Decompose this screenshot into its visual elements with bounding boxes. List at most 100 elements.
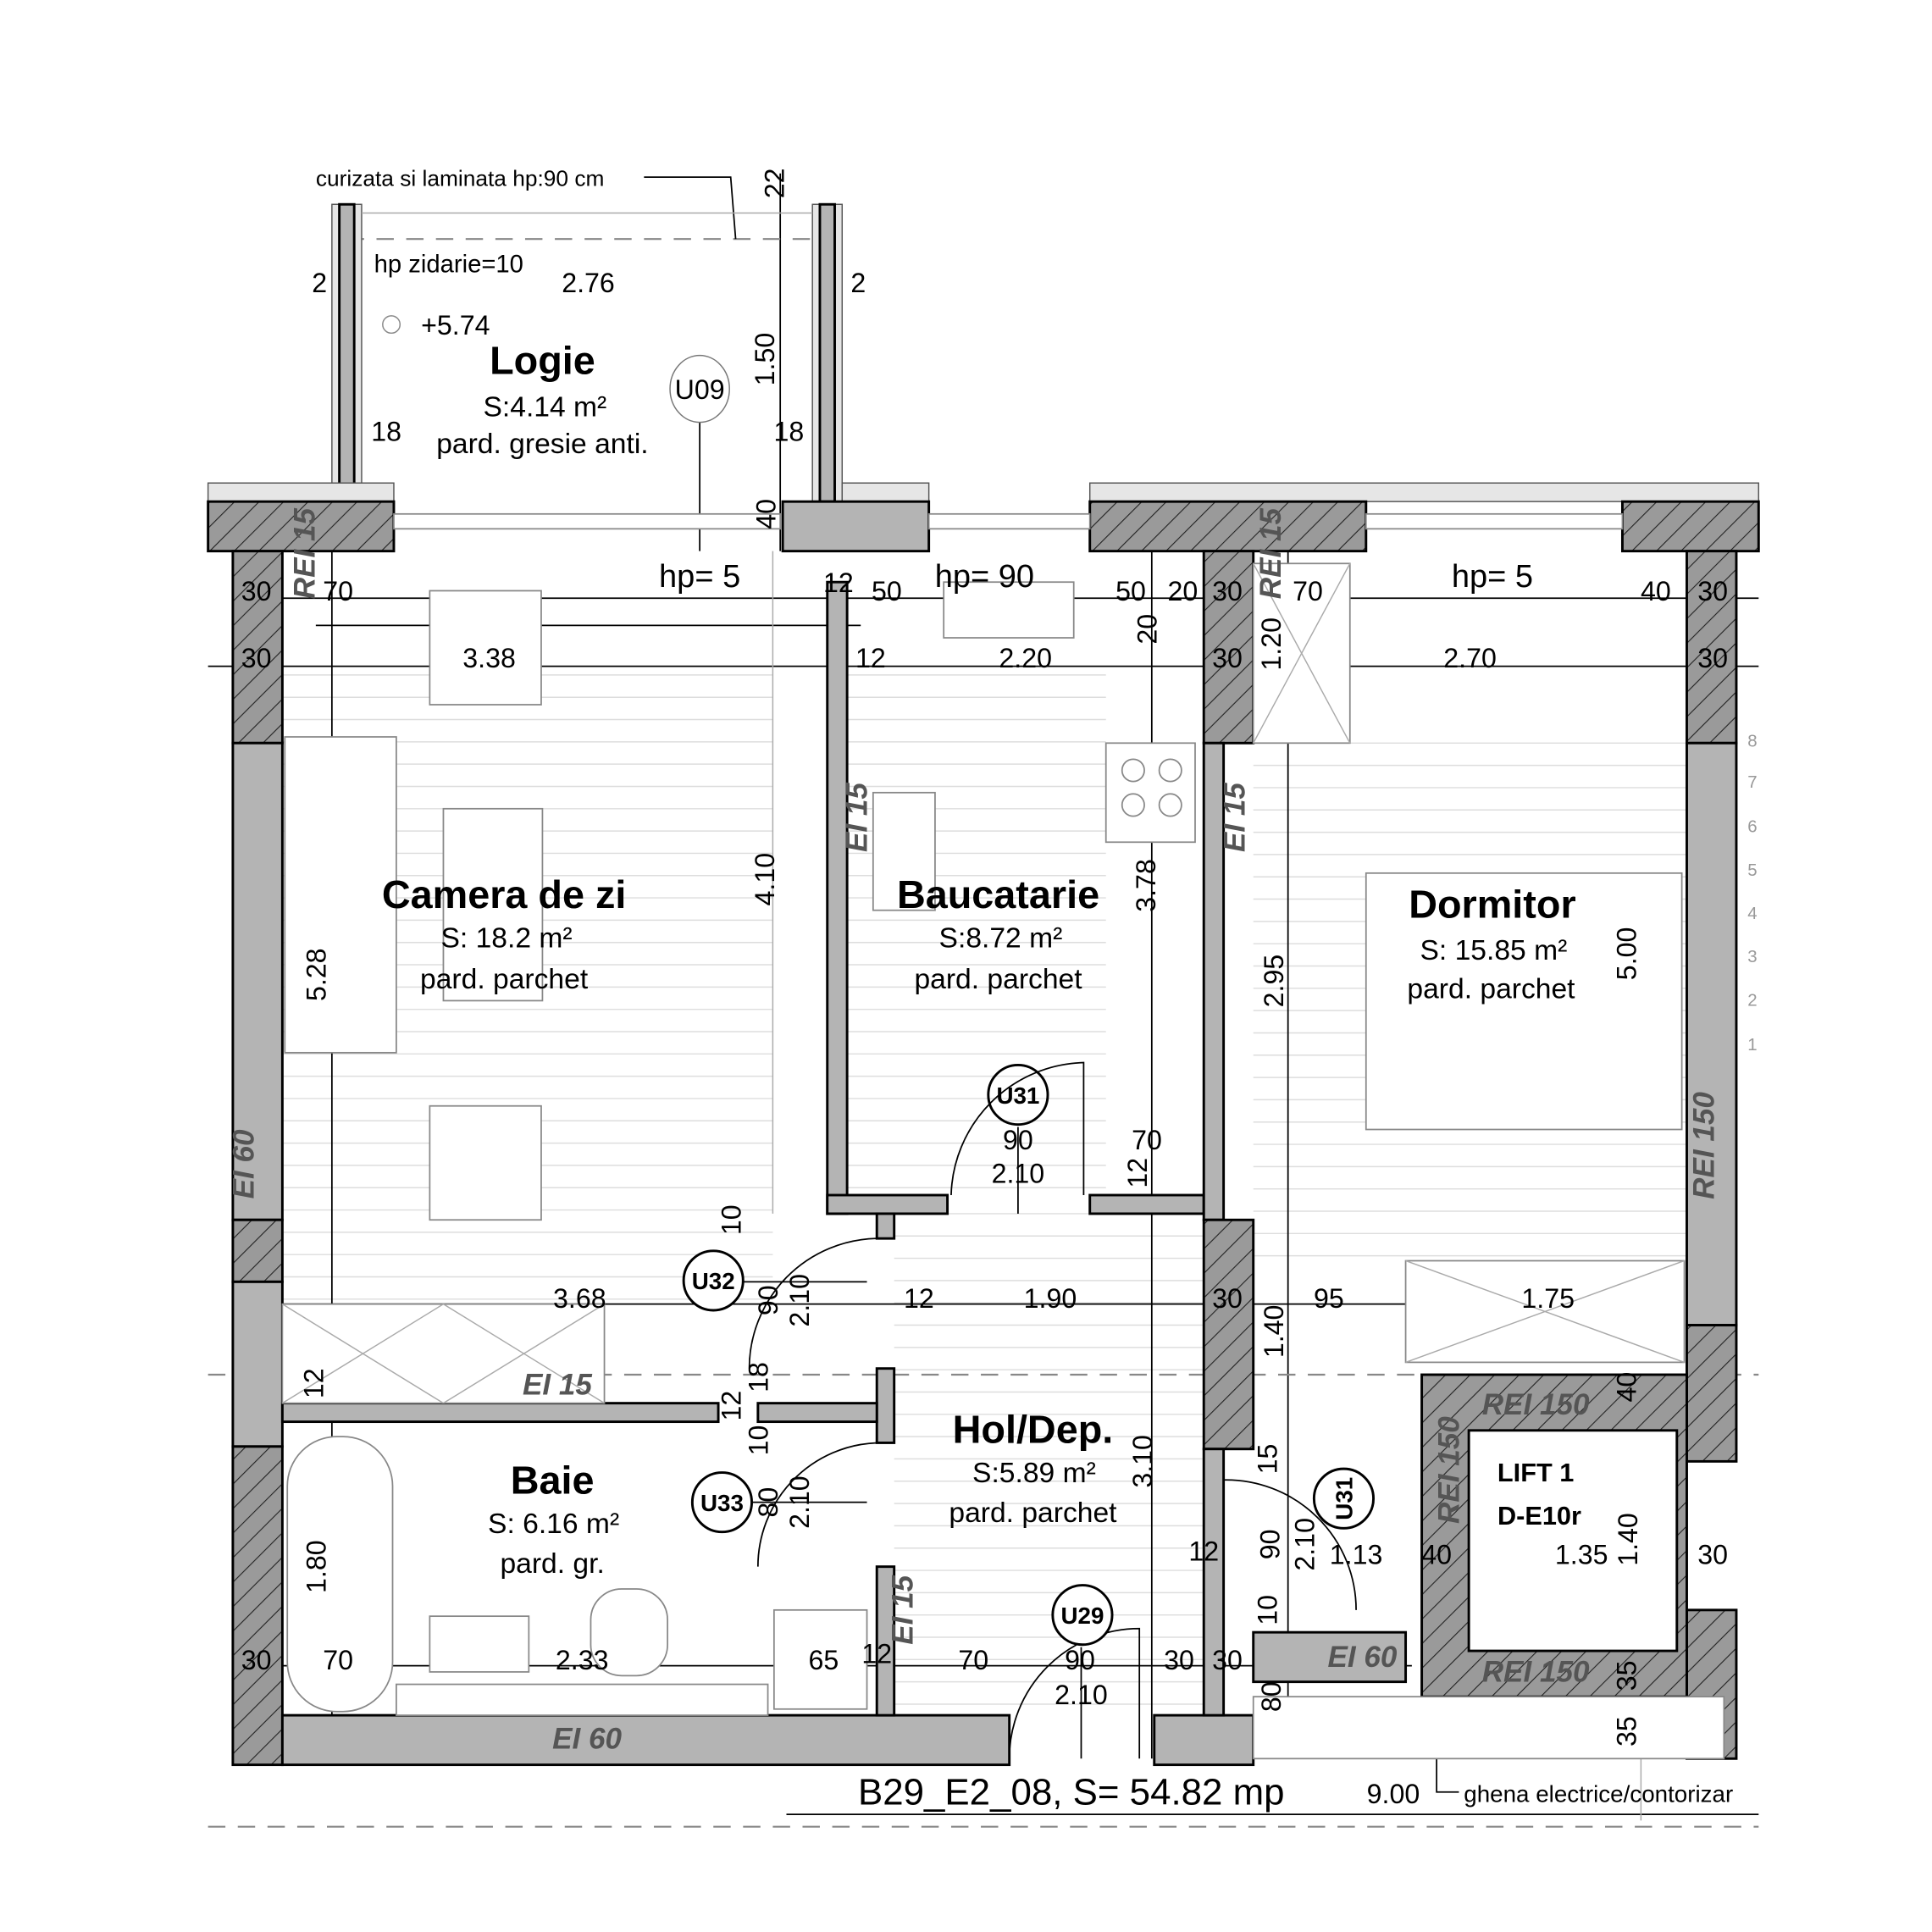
- dimension-label: 40: [1421, 1540, 1452, 1570]
- stair-step: 7: [1747, 772, 1757, 792]
- dimension-label: 2.10: [1289, 1518, 1320, 1571]
- fire-rating-label: EI 60: [228, 1129, 261, 1199]
- dimension-label: 5.28: [302, 948, 332, 1001]
- dimension-label: 1.13: [1330, 1540, 1383, 1570]
- door-tag: U32: [692, 1268, 735, 1294]
- fire-rating-label: EI 15: [1218, 783, 1251, 852]
- room-area: S:5.89 m²: [972, 1458, 1096, 1489]
- fire-rating-label: REI 15: [288, 507, 321, 599]
- dimension-label: 70: [323, 1645, 353, 1675]
- dimension-label: 5.00: [1612, 927, 1642, 981]
- dimension-label: 2: [850, 268, 866, 298]
- dimension-label: 30: [1164, 1645, 1194, 1675]
- dimension-label: 12: [904, 1283, 934, 1314]
- dimension-label: 10: [1253, 1595, 1283, 1625]
- dimension-label: 1.20: [1256, 617, 1287, 671]
- window-height: hp= 5: [659, 559, 740, 595]
- dimension-label: 1.35: [1555, 1540, 1608, 1570]
- dimension-label: 30: [241, 643, 272, 673]
- stair-step: 6: [1747, 817, 1757, 837]
- dimension-label: 40: [1641, 576, 1671, 606]
- dimension-label: 30: [1212, 1645, 1243, 1675]
- dimension-label: 3.38: [462, 643, 516, 673]
- dimension-label: 10: [716, 1204, 746, 1235]
- room-floor: pard. parchet: [1407, 974, 1575, 1005]
- total-length: 9.00: [1367, 1779, 1420, 1809]
- dimension-label: 18: [744, 1362, 774, 1392]
- dimension-label: 90: [753, 1285, 783, 1315]
- room-area: S: 6.16 m²: [488, 1509, 619, 1540]
- apartment-title: B29_E2_08, S= 54.82 mp: [858, 1771, 1285, 1813]
- fire-rating-label: REI 15: [1254, 507, 1287, 599]
- dimension-label: 20: [1132, 614, 1163, 645]
- room-area: S:4.14 m²: [483, 391, 606, 423]
- dimension-label: 2.95: [1259, 955, 1289, 1008]
- stair-step: 1: [1747, 1035, 1757, 1055]
- fire-rating-label: REI 150: [1482, 1388, 1590, 1421]
- fire-rating-label: REI 150: [1482, 1656, 1590, 1689]
- room-floor: pard. parchet: [420, 964, 589, 995]
- dimension-label: 30: [241, 1645, 272, 1675]
- door-tags: U09 U31 U32 U33 U31 U29: [669, 354, 1376, 1647]
- fire-rating-label: EI 15: [523, 1368, 592, 1401]
- stair-step: 8: [1747, 732, 1757, 751]
- fire-rating-label: REI 150: [1688, 1092, 1721, 1199]
- door-tag: U31: [996, 1082, 1039, 1109]
- room-floor: pard. gr.: [500, 1548, 604, 1580]
- dimension-label: 30: [1212, 643, 1243, 673]
- fire-rating-label: EI 15: [841, 783, 874, 852]
- door-tag: U29: [1060, 1603, 1104, 1629]
- door-tag: U09: [675, 374, 725, 405]
- dimension-label: 1.75: [1521, 1283, 1575, 1314]
- dimension-label: 12: [1122, 1158, 1153, 1188]
- room-name-dormitor: Dormitor: [1409, 882, 1575, 926]
- room-labels: Logie S:4.14 m² pard. gresie anti. Camer…: [382, 339, 1581, 1580]
- dimension-label: 40: [750, 499, 781, 529]
- dimension-label: 70: [323, 576, 353, 606]
- dimension-label: 18: [371, 417, 401, 447]
- dimension-label: 4.10: [750, 853, 780, 906]
- dimension-label: 12: [855, 643, 886, 673]
- room-name-bucatarie: Baucatarie: [897, 872, 1099, 916]
- dimension-label: 35: [1612, 1716, 1642, 1747]
- dimension-label: 12: [823, 567, 854, 598]
- dimension-label: 3.68: [553, 1283, 606, 1314]
- dimension-label: 2.10: [784, 1475, 815, 1529]
- dimension-label: 50: [872, 576, 902, 606]
- room-name-camera: Camera de zi: [382, 872, 627, 916]
- dimension-label: 20: [1167, 576, 1198, 606]
- fire-ratings: REI 15 REI 15 EI 15 EI 15 EI 15 EI 15 EI…: [228, 507, 1721, 1755]
- room-area: S:8.72 m²: [939, 923, 1063, 955]
- dimension-label: 70: [958, 1645, 988, 1675]
- notes: curizata si laminata hp:90 cm hp zidarie…: [316, 165, 1733, 1813]
- window-height: hp= 90: [935, 559, 1034, 595]
- dimension-label: 2.70: [1443, 643, 1497, 673]
- dimension-label: 30: [1697, 576, 1728, 606]
- dimension-label: 90: [1003, 1125, 1033, 1155]
- dimension-label: 50: [1115, 576, 1146, 606]
- dimension-label: 2.10: [1055, 1680, 1108, 1710]
- dimension-label: 2.20: [999, 643, 1052, 673]
- room-area: S: 15.85 m²: [1420, 935, 1567, 966]
- room-floor: pard. parchet: [914, 964, 1082, 995]
- dimension-label: 80: [753, 1487, 783, 1518]
- dimension-label: 90: [1065, 1645, 1095, 1675]
- dimension-label: 1.50: [750, 333, 780, 386]
- level-note: +5.74: [421, 310, 490, 340]
- lift-name: LIFT 1: [1497, 1458, 1574, 1487]
- dimension-label: 70: [1293, 576, 1323, 606]
- dimension-label: 65: [808, 1645, 839, 1675]
- room-floor: pard. gresie anti.: [436, 429, 648, 460]
- railing-note: curizata si laminata hp:90 cm: [316, 165, 605, 191]
- dimension-label: 18: [774, 417, 805, 447]
- dimension-label: 22: [760, 169, 790, 199]
- fire-rating-label: EI 60: [1327, 1641, 1397, 1674]
- dimension-label: 2.10: [784, 1274, 815, 1327]
- dimension-label: 1.90: [1024, 1283, 1077, 1314]
- door-swings: [748, 1061, 1357, 1759]
- dimension-label: 30: [1697, 643, 1728, 673]
- dimension-label: 2: [312, 268, 327, 298]
- fire-rating-label: EI 60: [552, 1723, 622, 1756]
- door-tag: U31: [1331, 1477, 1358, 1520]
- shaft-note: ghena electrice/contorizar: [1464, 1780, 1733, 1807]
